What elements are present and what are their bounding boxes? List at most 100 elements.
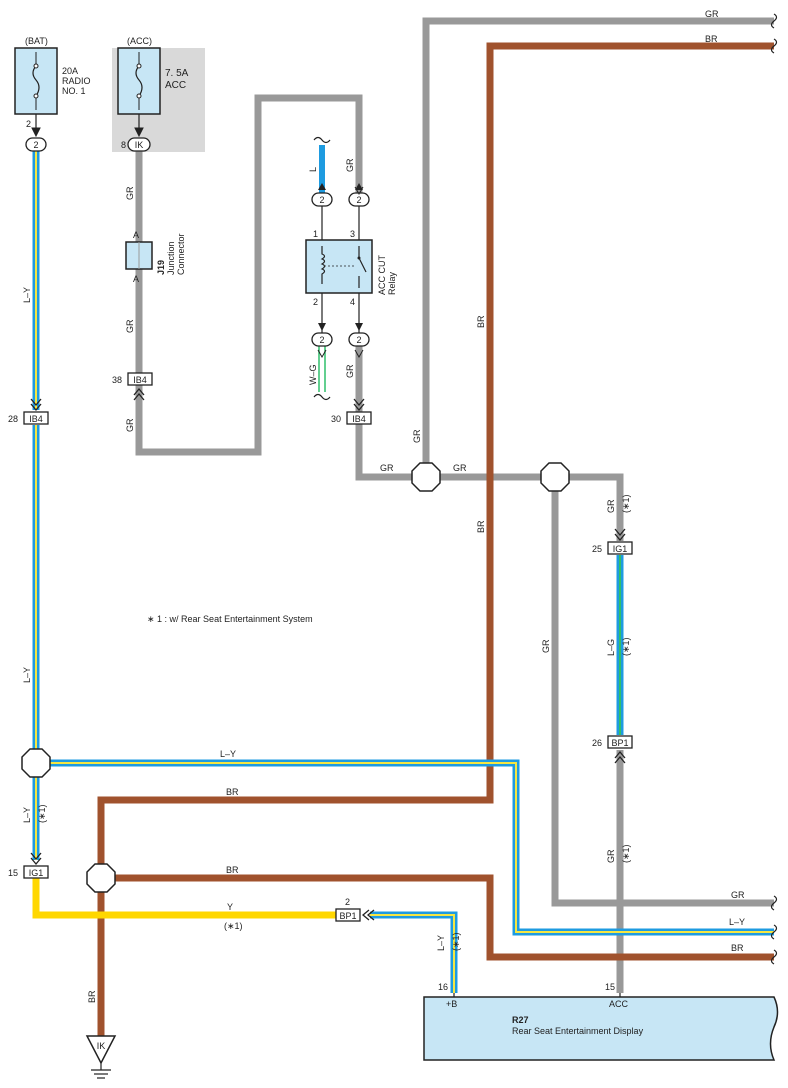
oval-wg-bot-label: 2 <box>319 335 324 345</box>
wire-label-y: Y <box>227 902 233 912</box>
wire-note-y: (∗1) <box>224 921 243 931</box>
acc-cut-relay <box>305 206 373 333</box>
bat-fuse-rating: 20A <box>62 66 78 76</box>
j19-label-2: Connector <box>176 233 186 275</box>
wire-label-br-3: BR <box>87 990 97 1003</box>
wire-label-lg: L–G <box>606 639 616 656</box>
ground-ik <box>85 1035 117 1079</box>
ib4-38-pin: 38 <box>112 375 122 385</box>
wire-label-ly-2: L–Y <box>22 667 32 683</box>
oval-gr-top-label: 2 <box>356 195 361 205</box>
wire-note-lg: (∗1) <box>621 637 631 656</box>
conn-bp1-2 <box>335 908 361 922</box>
acc-source-label: (ACC) <box>127 36 152 46</box>
j19-pin-bot: A <box>133 274 139 284</box>
footnote: ∗ 1 : w/ Rear Seat Entertainment System <box>147 614 313 624</box>
wire-note-ly-3: (∗1) <box>37 804 47 823</box>
wire-label-l: L <box>308 167 318 172</box>
conn-ig1-25 <box>607 541 633 555</box>
wire-label-gr-h1: GR <box>380 463 394 473</box>
bat-fuse-name-1: RADIO <box>62 76 91 86</box>
display-id: R27 <box>512 1015 529 1025</box>
bat-source-label: (BAT) <box>25 36 48 46</box>
ig1-25-name: IG1 <box>613 544 628 554</box>
bp1-2-pin: 2 <box>345 897 350 907</box>
wire-label-br-2: BR <box>476 520 486 533</box>
acc-conn-label: IK <box>135 140 144 150</box>
connector-chevrons <box>30 387 626 921</box>
wire-break-marks <box>313 13 778 965</box>
wg-wire <box>318 345 326 392</box>
wire-label-gr-2: GR <box>125 319 135 333</box>
br-wires <box>97 42 774 1036</box>
wire-label-br-right: BR <box>731 943 744 953</box>
gr-wires <box>135 17 774 993</box>
acc-fuse-pin: 8 <box>121 140 126 150</box>
ib4-28-name: IB4 <box>29 414 43 424</box>
j19-label-1: Junction <box>166 241 176 275</box>
wire-label-gr-7: GR <box>606 849 616 863</box>
wire-label-wg: W–G <box>308 364 318 385</box>
wire-label-br-1: BR <box>476 315 486 328</box>
wire-label-gr-relay-top: GR <box>345 158 355 172</box>
relay-box <box>305 239 373 294</box>
wire-label-br-h2: BR <box>226 865 239 875</box>
wire-label-ly-right: L–Y <box>729 917 745 927</box>
j19-pin-top: A <box>133 230 139 240</box>
j19-id: J19 <box>156 260 166 275</box>
relay-pin-1: 1 <box>313 229 318 239</box>
wire-label-ly-3: L–Y <box>22 807 32 823</box>
splice-br <box>86 863 116 893</box>
bat-fuse-name-2: NO. 1 <box>62 86 86 96</box>
conn-oval-acc <box>127 137 151 152</box>
relay-pin-4: 4 <box>350 297 355 307</box>
y-wire <box>32 878 338 919</box>
conn-ig1-15 <box>23 865 49 879</box>
bat-fuse-pin: 2 <box>26 119 31 129</box>
oval-connectors <box>25 137 370 347</box>
display-pin-acc: 15 <box>605 982 615 992</box>
relay-pin-3: 3 <box>350 229 355 239</box>
fuse-acc <box>117 47 161 115</box>
ib4-30-name: IB4 <box>352 414 366 424</box>
relay-pin-2: 2 <box>313 297 318 307</box>
wire-label-ly-1: L–Y <box>22 287 32 303</box>
wire-label-ly-4: L–Y <box>436 935 446 951</box>
wire-label-gr-right: GR <box>731 890 745 900</box>
wire-label-br-h1: BR <box>226 787 239 797</box>
ground-triangle <box>85 1035 117 1065</box>
conn-bp1-26 <box>607 735 633 749</box>
conn-ib4-38 <box>127 372 153 386</box>
bp1-26-pin: 26 <box>592 738 602 748</box>
display-label-b: +B <box>446 999 457 1009</box>
wire-label-gr-1: GR <box>125 186 135 200</box>
ly-wires <box>32 150 774 993</box>
bp1-2-name: BP1 <box>339 911 356 921</box>
splice-gr-2 <box>540 462 570 492</box>
oval-l-top-label: 2 <box>319 195 324 205</box>
wire-label-gr-5: GR <box>541 639 551 653</box>
ground-label: IK <box>97 1041 106 1051</box>
conn-ib4-30 <box>346 411 372 425</box>
ig1-15-pin: 15 <box>8 868 18 878</box>
wire-label-gr-4: GR <box>412 429 422 443</box>
rect-connectors <box>23 372 633 922</box>
conn-oval-bat <box>25 137 47 152</box>
ib4-28-pin: 28 <box>8 414 18 424</box>
wire-label-gr-h2: GR <box>453 463 467 473</box>
ib4-38-name: IB4 <box>133 375 147 385</box>
rear-seat-display <box>423 993 779 1061</box>
conn-ib4-28 <box>23 411 49 425</box>
fuse-bat <box>14 47 58 115</box>
wire-label-br-top: BR <box>705 34 718 44</box>
wire-label-gr-3: GR <box>125 418 135 432</box>
bat-conn-label: 2 <box>33 140 38 150</box>
splice-gr-1 <box>411 462 441 492</box>
ib4-30-pin: 30 <box>331 414 341 424</box>
wire-label-gr-6: GR <box>606 499 616 513</box>
wire-label-gr-relay-bot: GR <box>345 364 355 378</box>
display-box <box>423 996 779 1061</box>
wire-note-gr-6: (∗1) <box>621 494 631 513</box>
splice-ly <box>21 748 51 778</box>
